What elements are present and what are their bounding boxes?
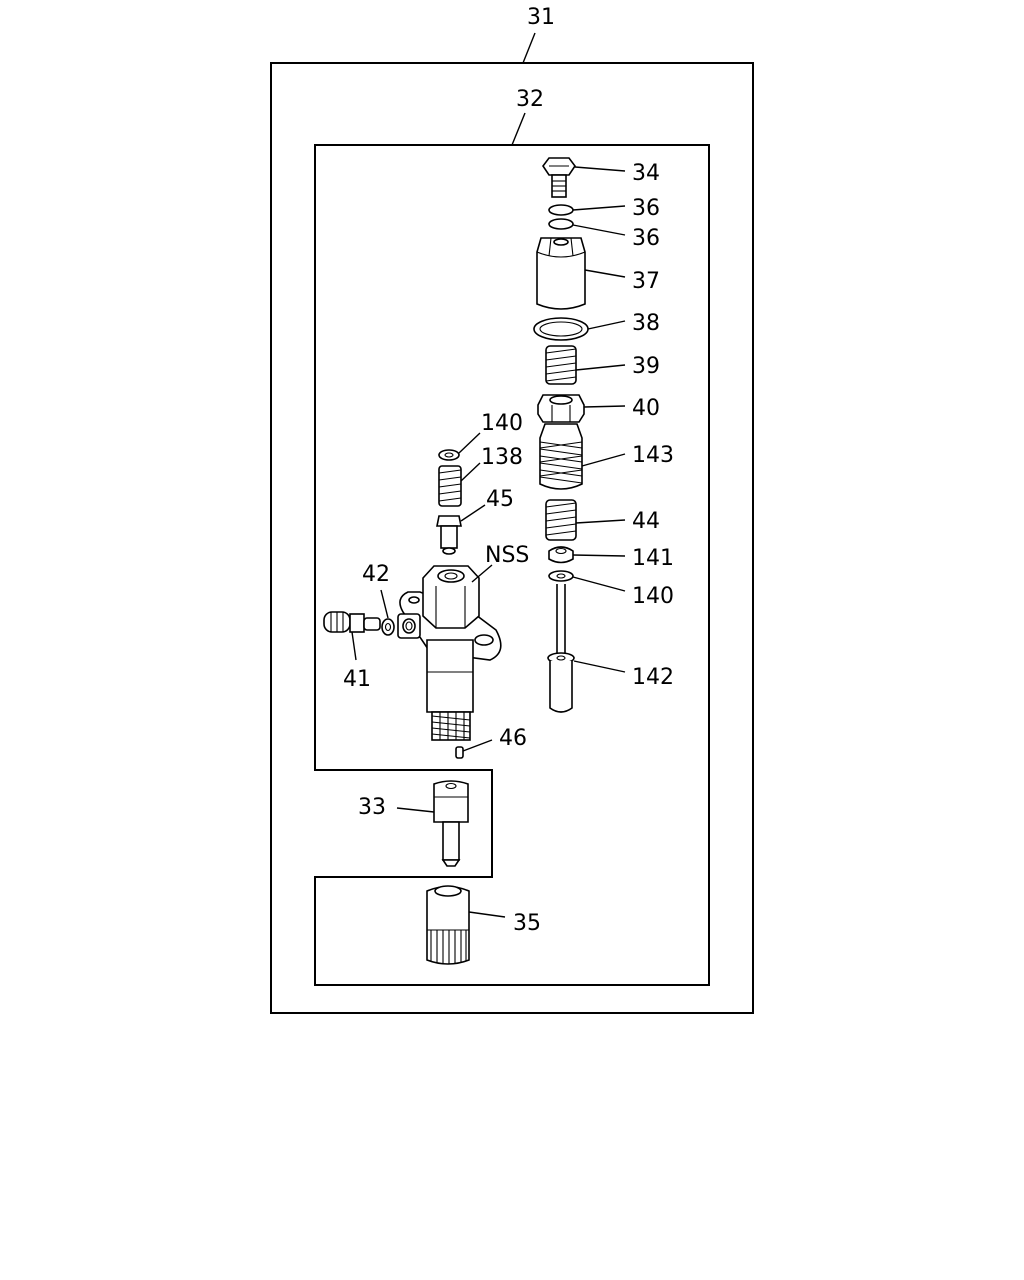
part-34-bolt: [542, 157, 576, 198]
callout-36a[interactable]: 36: [632, 196, 660, 221]
leader-34: [574, 166, 626, 172]
callout-39[interactable]: 39: [632, 354, 660, 379]
leader-35: [468, 911, 506, 918]
callout-35[interactable]: 35: [513, 911, 541, 936]
leader-36a: [572, 205, 626, 211]
leader-38: [587, 320, 626, 330]
leader-140b: [572, 576, 626, 592]
part-142-push-rod: [547, 584, 575, 713]
leader-37: [584, 269, 626, 278]
part-nss-nozzle-holder: [397, 565, 502, 741]
part-41-inlet-connector: [323, 611, 381, 633]
callout-140a[interactable]: 140: [481, 411, 523, 436]
callout-44[interactable]: 44: [632, 509, 660, 534]
leader-32: [511, 112, 526, 146]
part-140-shim-left-hole: [444, 452, 454, 458]
leader-140a: [458, 432, 481, 454]
leader-138: [460, 462, 481, 482]
callout-31[interactable]: 31: [527, 5, 555, 30]
part-38-o-ring-inner: [539, 321, 583, 337]
leader-143: [581, 453, 626, 467]
leader-40: [583, 405, 626, 408]
part-36-washer-upper: [548, 204, 574, 216]
callout-41[interactable]: 41: [343, 667, 371, 692]
callout-143[interactable]: 143: [632, 443, 674, 468]
leader-142: [573, 660, 626, 673]
part-46-pin: [455, 746, 464, 759]
callout-45[interactable]: 45: [486, 487, 514, 512]
callout-141[interactable]: 141: [632, 546, 674, 571]
leader-42: [380, 589, 389, 619]
leader-nss: [471, 564, 493, 583]
part-140-shim-right-hole: [556, 573, 566, 579]
leader-36b: [572, 224, 626, 236]
leader-33: [396, 807, 435, 813]
part-36-washer-lower: [548, 218, 574, 230]
inner-assembly-frame: [314, 144, 710, 986]
outer-assembly-frame: [270, 62, 754, 1014]
callout-33[interactable]: 33: [358, 795, 386, 820]
part-40-hex-nut: [537, 394, 585, 423]
part-141-spring-seat: [548, 546, 574, 564]
part-140-shim-left: [438, 449, 460, 461]
part-140-shim-right: [548, 570, 574, 582]
callout-38[interactable]: 38: [632, 311, 660, 336]
leader-46: [462, 739, 493, 752]
callout-142[interactable]: 142: [632, 665, 674, 690]
callout-37[interactable]: 37: [632, 269, 660, 294]
part-35-retaining-nut: [426, 885, 470, 965]
part-33-nozzle: [433, 780, 469, 867]
callout-34[interactable]: 34: [632, 161, 660, 186]
part-38-o-ring: [533, 317, 589, 341]
callout-42[interactable]: 42: [362, 562, 390, 587]
part-44-spring: [545, 499, 577, 541]
part-37-cap-nut: [536, 237, 586, 310]
part-45-valve: [436, 515, 462, 555]
leader-31: [522, 32, 536, 64]
callout-40[interactable]: 40: [632, 396, 660, 421]
leader-39: [575, 364, 626, 371]
part-42-gasket: [381, 618, 395, 636]
leader-141: [572, 554, 626, 557]
callout-32[interactable]: 32: [516, 87, 544, 112]
callout-140b[interactable]: 140: [632, 584, 674, 609]
part-39-spring: [545, 345, 577, 385]
callout-36b[interactable]: 36: [632, 226, 660, 251]
leader-44: [575, 519, 626, 524]
part-42-gasket-hole: [384, 622, 392, 632]
leader-41: [351, 631, 357, 661]
callout-138[interactable]: 138: [481, 445, 523, 470]
callout-nss[interactable]: NSS: [485, 543, 529, 568]
leader-45: [460, 504, 486, 522]
callout-46[interactable]: 46: [499, 726, 527, 751]
part-143-threaded-body: [539, 423, 583, 490]
part-138-spring: [438, 465, 462, 507]
